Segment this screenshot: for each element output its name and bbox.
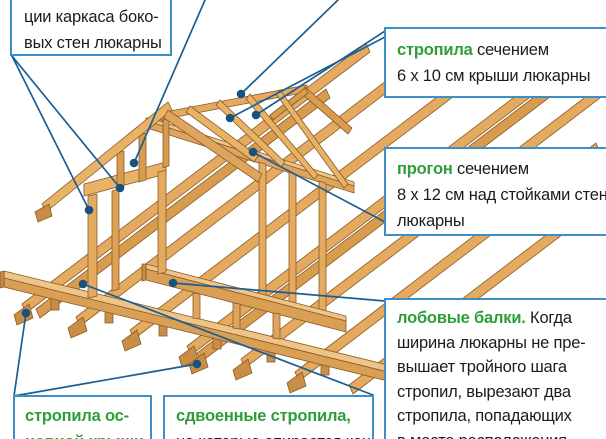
rafter-tail <box>34 203 53 223</box>
term-main-rafters: новной крыши <box>25 429 150 439</box>
pointer-line <box>240 0 339 95</box>
pointer-line <box>252 151 386 223</box>
pointer-dot <box>78 279 88 289</box>
pointer-dot <box>251 110 261 120</box>
pointer-line <box>13 363 198 397</box>
pointer-line <box>82 283 374 396</box>
callout-text: вых стен люкарны <box>24 34 162 52</box>
rafter-tail <box>121 329 142 352</box>
wall-plate-end <box>0 270 5 289</box>
callout-text: на которые опирается кон- <box>176 429 376 439</box>
rafter-tail <box>286 371 307 394</box>
main-rafter <box>75 51 429 327</box>
pointer-line <box>172 282 386 302</box>
pointer-lines <box>11 0 386 397</box>
rafter-tail <box>232 358 253 381</box>
callout-dormer-rafters: стропила сечением 6 х 10 см крыши люкарн… <box>384 27 606 98</box>
pointer-line <box>255 30 386 116</box>
gable-king-stud <box>162 117 170 169</box>
pointer-dot <box>129 158 139 168</box>
pointer-dot <box>236 89 246 99</box>
callout-text: в месте расположения <box>397 429 602 439</box>
front-wall-stud <box>111 188 120 292</box>
pointer-dots <box>21 89 261 369</box>
wall-stud <box>288 171 297 307</box>
callout-text: ции каркаса боко- <box>24 8 159 26</box>
pointer-dot <box>248 147 258 157</box>
callout-header-beams: лобовые балки. Когда ширина люкарны не п… <box>384 298 606 439</box>
callout-text: 8 х 12 см над стойками стен <box>397 186 606 204</box>
pointer-dot <box>225 113 235 123</box>
corner-post <box>87 193 98 299</box>
callout-side-wall-frame: ции каркаса боко- вых стен люкарны <box>10 0 172 56</box>
pointer-dot <box>84 205 94 215</box>
callout-text: ширина люкарны не пре- <box>397 333 586 352</box>
pointer-line <box>133 0 206 164</box>
pointer-dot <box>192 359 202 369</box>
corner-post <box>157 169 167 275</box>
pointer-dot <box>168 278 178 288</box>
header-beam-end <box>141 263 147 282</box>
callout-purlin: прогон сечением 8 х 12 см над стойками с… <box>384 147 606 236</box>
gable-rafter <box>41 101 173 213</box>
dormer-roof-rafter <box>185 105 259 163</box>
callout-text: 6 х 10 см крыши люкарны <box>397 67 591 85</box>
pointer-line <box>11 55 90 211</box>
rafter-tail <box>67 316 88 339</box>
callout-text: Когда <box>525 309 572 327</box>
term-header-beams: лобовые балки. <box>397 309 526 327</box>
term-dormer-rafters: стропила <box>397 41 473 59</box>
callout-main-rafters: стропила ос- новной крыши <box>13 395 152 439</box>
gable-rafter <box>163 109 263 183</box>
callout-text: вышает тройного шага <box>397 358 567 376</box>
callout-text: сечением <box>452 160 529 178</box>
term-main-rafters: стропила ос- <box>25 407 129 425</box>
pointer-dot <box>21 308 31 318</box>
pointer-line <box>11 55 121 189</box>
gable-stud <box>138 132 147 183</box>
callout-text: сечением <box>472 41 549 59</box>
callout-text: люкарны <box>397 212 465 230</box>
pointer-line <box>229 36 386 119</box>
callout-doubled-rafters: сдвоенные стропила, на которые опирается… <box>163 395 376 439</box>
term-purlin: прогон <box>397 160 453 178</box>
pointer-dot <box>115 183 125 193</box>
cripple-stud <box>272 312 281 340</box>
term-doubled-rafters: сдвоенные стропила, <box>176 407 351 425</box>
pointer-line <box>13 312 27 397</box>
cripple-stud <box>232 302 241 330</box>
doubled-rafter-left <box>35 88 331 319</box>
dormer-roof-rafter <box>245 93 319 180</box>
callout-text: стропил, вырезают два <box>397 382 571 401</box>
wall-stud <box>318 180 327 315</box>
cripple-stud <box>192 292 201 320</box>
gable-stud <box>116 150 125 189</box>
wall-stud <box>258 161 267 299</box>
callout-text: стропила, попадающих <box>397 407 572 425</box>
